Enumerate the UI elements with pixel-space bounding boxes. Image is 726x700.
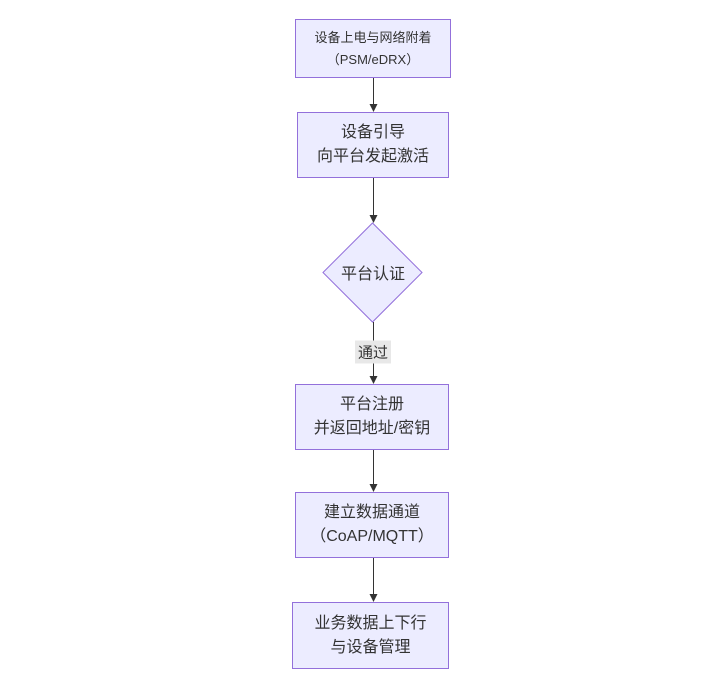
arrowhead-down-icon	[369, 484, 377, 492]
node-text-line: 并返回地址/密钥	[313, 420, 431, 437]
arrow-connector	[369, 178, 378, 223]
node-text-line: 平台认证	[340, 266, 406, 283]
node-text-line: 建立数据通道	[323, 504, 420, 521]
arrow-connector	[369, 450, 378, 492]
node-text-line: （CoAP/MQTT）	[310, 528, 434, 545]
node-text-line: 与设备管理	[330, 638, 411, 656]
node-text-line: 设备上电与网络附着	[314, 29, 432, 45]
arrowhead-down-icon	[369, 594, 377, 602]
node-platform-register: 平台注册 并返回地址/密钥	[295, 384, 449, 450]
arrow-line	[372, 558, 374, 596]
arrow-line	[372, 178, 374, 217]
node-device-bootstrap: 设备引导 向平台发起激活	[297, 112, 449, 178]
arrowhead-down-icon	[369, 104, 377, 112]
arrow-connector	[369, 78, 378, 112]
node-text-line: （PSM/eDRX）	[326, 51, 420, 67]
arrowhead-down-icon	[369, 376, 377, 384]
node-data-channel: 建立数据通道 （CoAP/MQTT）	[295, 492, 449, 558]
edge-label-pass: 通过	[354, 340, 392, 364]
arrow-line	[372, 450, 374, 486]
arrowhead-down-icon	[369, 215, 377, 223]
arrow-connector	[369, 558, 378, 602]
arrow-line	[372, 78, 374, 106]
node-business-data: 业务数据上下行 与设备管理	[292, 602, 449, 669]
node-text-line: 业务数据上下行	[314, 614, 427, 632]
node-text-line: 平台注册	[339, 396, 404, 413]
node-text-line: 设备引导	[340, 124, 405, 141]
node-text-line: 向平台发起激活	[316, 148, 429, 165]
node-device-power-attach: 设备上电与网络附着 （PSM/eDRX）	[295, 19, 451, 78]
